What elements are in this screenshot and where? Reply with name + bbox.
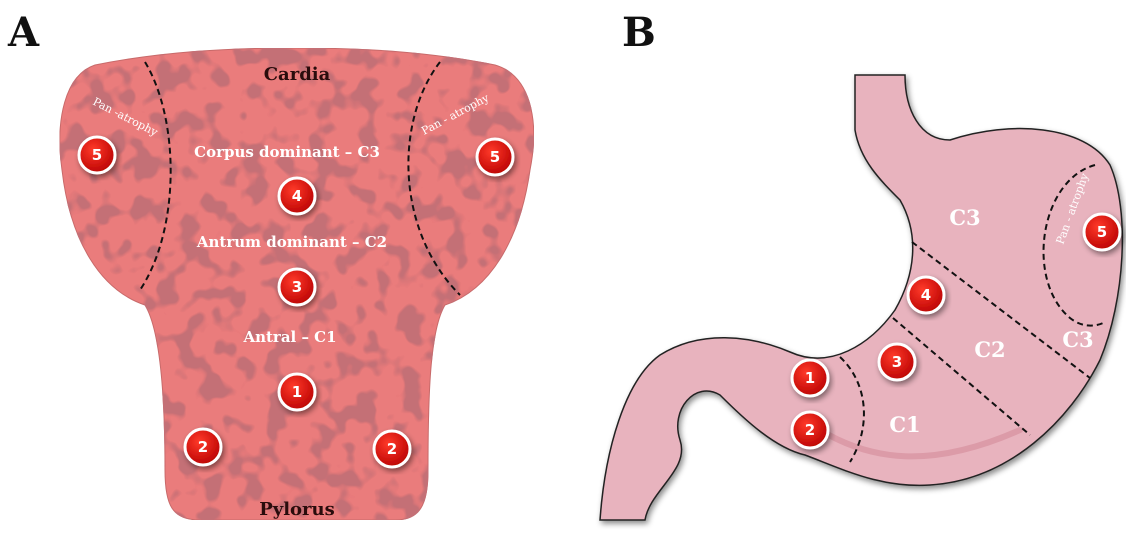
svg-text:5: 5 — [1097, 223, 1107, 241]
site-badge-2-right: 2 — [374, 431, 410, 467]
site-badge-4: 4 — [279, 178, 315, 214]
svg-text:1: 1 — [292, 383, 302, 401]
site-badge-2-left: 2 — [185, 429, 221, 465]
cardia-label: Cardia — [264, 64, 331, 85]
site-badge-5-right: 5 — [477, 139, 513, 175]
site-badge-5-left: 5 — [79, 137, 115, 173]
site-badge-5-b: 5 — [1084, 214, 1120, 250]
corpus-dominant-label: Corpus dominant – C3 — [194, 143, 380, 161]
site-badge-2-b: 2 — [792, 412, 828, 448]
svg-text:2: 2 — [387, 440, 397, 458]
site-badge-1-b: 1 — [792, 360, 828, 396]
site-badge-3-b: 3 — [879, 344, 915, 380]
antrum-dominant-label: Antrum dominant – C2 — [196, 233, 387, 251]
svg-text:3: 3 — [292, 278, 302, 296]
svg-text:5: 5 — [490, 148, 500, 166]
svg-text:3: 3 — [892, 353, 902, 371]
stomach-outline — [600, 75, 1122, 520]
site-badge-1: 1 — [279, 374, 315, 410]
svg-text:4: 4 — [292, 187, 302, 205]
svg-text:2: 2 — [198, 438, 208, 456]
zone-c1-label: C1 — [889, 412, 920, 437]
svg-text:1: 1 — [805, 369, 815, 387]
svg-text:2: 2 — [805, 421, 815, 439]
site-badge-3: 3 — [279, 269, 315, 305]
antral-label: Antral – C1 — [242, 328, 336, 346]
zone-c3-label-top: C3 — [949, 205, 980, 230]
svg-text:4: 4 — [921, 286, 931, 304]
zone-c3-label-right: C3 — [1062, 327, 1093, 352]
pylorus-label: Pylorus — [259, 499, 335, 520]
svg-text:5: 5 — [92, 146, 102, 164]
panel-a-letter: A — [7, 9, 40, 56]
panel-b-letter: B — [622, 9, 656, 56]
zone-c2-label: C2 — [974, 337, 1005, 362]
site-badge-4-b: 4 — [908, 277, 944, 313]
